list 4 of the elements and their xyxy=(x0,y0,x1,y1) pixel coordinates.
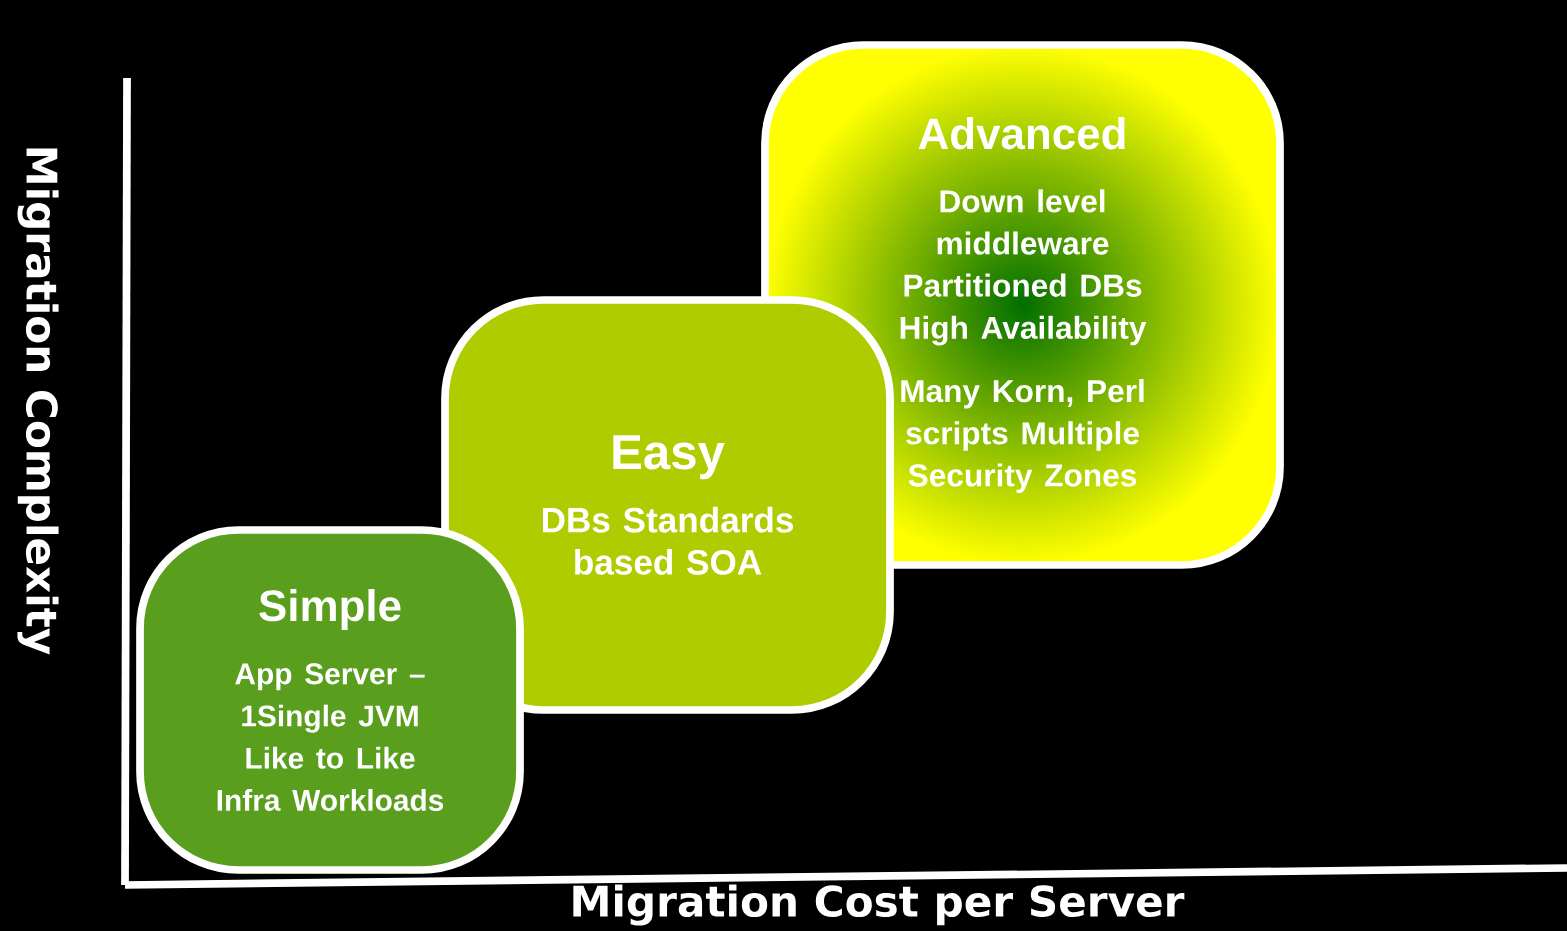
axis-title: Migration Complexity xyxy=(17,148,59,655)
category-box: Simple App Server – 1Single JVM Like to Like Infra Workloads xyxy=(136,526,524,874)
axis-title: Migration Cost per Server xyxy=(573,884,1185,926)
category-box: Easy DBs Standards based SOA xyxy=(441,296,894,714)
